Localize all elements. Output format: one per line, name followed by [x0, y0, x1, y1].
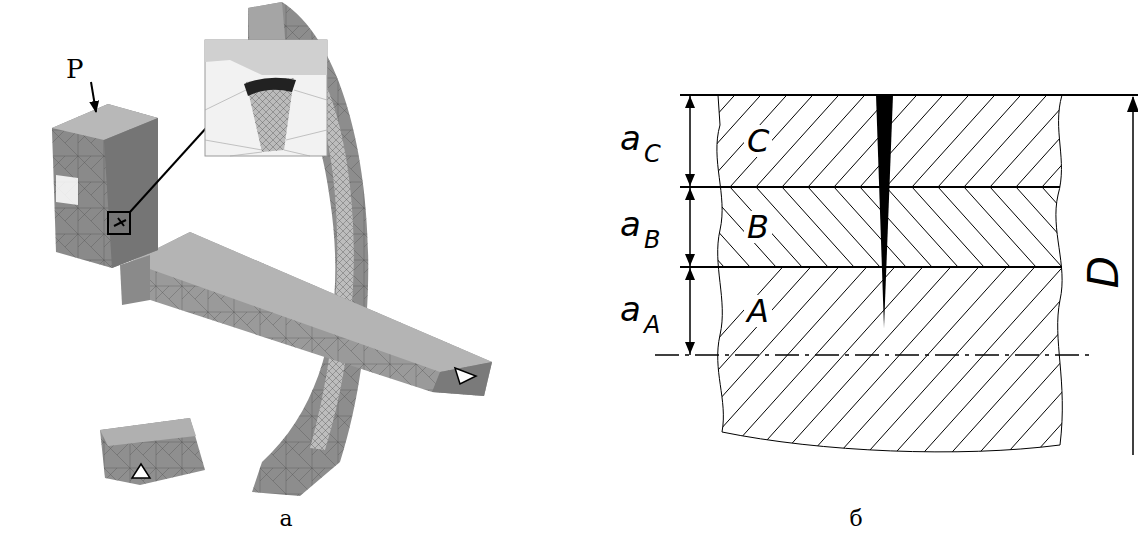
hatch-line: [938, 95, 1021, 187]
hatch-line: [1016, 95, 1099, 187]
hatch-line: [936, 267, 1119, 470]
dimension-subscript: B: [644, 228, 660, 252]
hatch-line: [964, 95, 1047, 187]
layer-band: C: [730, 96, 1050, 186]
caption-letter: а: [279, 508, 292, 530]
hatch-line: [834, 187, 906, 267]
dimension-subscript: C: [644, 142, 661, 166]
layer-letter: A: [744, 295, 772, 327]
hatch-line: [1020, 267, 1138, 470]
hatch-line: [1094, 95, 1138, 187]
dimension-label: a: [620, 207, 641, 241]
hatch-line: [912, 187, 984, 267]
layer-letter: C: [744, 125, 772, 157]
hatch-line: [860, 95, 943, 187]
hatch-line: [808, 187, 880, 267]
dimension-subscript: A: [644, 313, 660, 337]
hatch-line: [730, 187, 802, 267]
hatch-line: [600, 187, 672, 267]
dimension-label: a: [620, 121, 641, 155]
hatch-line: [782, 187, 854, 267]
dimension-label: D: [1083, 256, 1125, 288]
hatch-line: [652, 95, 735, 187]
hatch-line: [1048, 267, 1138, 470]
layer-band: A: [730, 268, 1050, 354]
hatch-line: [880, 267, 1063, 470]
hatch-line: [1120, 187, 1138, 267]
hatch-line: [768, 267, 951, 470]
hatch-line: [628, 267, 811, 470]
load-label: P: [66, 56, 84, 82]
hatch-line: [1068, 95, 1138, 187]
hatch-line: [1094, 187, 1138, 267]
hatch-line: [712, 267, 895, 470]
hatch-line: [796, 267, 979, 470]
hatch-line: [886, 187, 958, 267]
hatch-line: [860, 187, 932, 267]
hatch-line: [1042, 95, 1125, 187]
hatch-line: [730, 95, 813, 187]
hatch-line: [964, 267, 1138, 470]
dimension-label: a: [620, 292, 641, 326]
hatch-line: [990, 187, 1062, 267]
hatch-line: [684, 267, 867, 470]
hatch-line: [1016, 187, 1088, 267]
hatch-line: [704, 95, 787, 187]
hatch-line: [908, 267, 1091, 470]
hatch-line: [782, 95, 865, 187]
hatch-line: [600, 267, 783, 470]
hatch-line: [990, 95, 1073, 187]
layer-band: B: [730, 188, 1050, 266]
hatch-line: [992, 267, 1138, 470]
hatch-line: [824, 267, 1007, 470]
hatch-line: [912, 95, 995, 187]
fe-model: [52, 2, 492, 496]
hatch-line: [656, 267, 839, 470]
caption-letter: б: [849, 508, 862, 530]
hatch-line: [600, 95, 683, 187]
hatch-line: [886, 95, 969, 187]
hatch-line: [704, 187, 776, 267]
hatch-line: [1076, 267, 1138, 470]
layer-letter: B: [744, 211, 772, 243]
hatch-line: [852, 267, 1035, 470]
cross-section: [600, 95, 1138, 470]
hatch-line: [1042, 187, 1114, 267]
hatch-line: [1068, 187, 1138, 267]
hatch-line: [964, 187, 1036, 267]
hatch-line: [938, 187, 1010, 267]
hatch-line: [834, 95, 917, 187]
hatch-line: [1120, 95, 1138, 187]
